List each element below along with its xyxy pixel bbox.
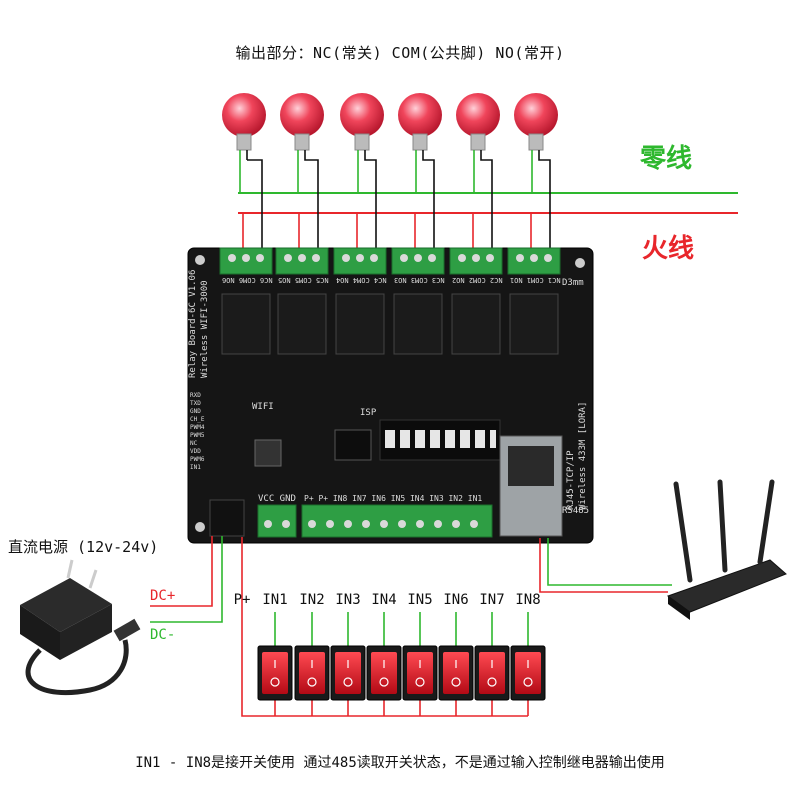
power-supply-label: 直流电源 (12v-24v) [8, 538, 159, 556]
pin-label: TXD [190, 400, 201, 407]
input-label-in5: IN5 [407, 592, 433, 608]
board-rs485-text: RS485 [562, 506, 590, 516]
input-label-in2: IN2 [299, 592, 325, 608]
bulb-6 [514, 93, 558, 255]
dc-minus-label: DC- [150, 627, 176, 643]
input-label-in7: IN7 [479, 592, 505, 608]
input-label-in1: IN1 [262, 592, 288, 608]
pin-label: GND [190, 408, 201, 415]
board-isp-text: ISP [360, 408, 377, 418]
board-hole-text: D3mm [562, 278, 584, 288]
power-adapter-image [20, 559, 141, 696]
input-label-in8: IN8 [515, 592, 541, 608]
output-section-title: 输出部分：NC(常关) COM(公共脚) NO(常开) [235, 44, 565, 62]
board-wireless433-text: Wireless 433M [LORA] [578, 401, 588, 510]
bulb-4 [398, 93, 442, 255]
live-line-label: 火线 [642, 234, 695, 264]
input-label-p-plus: P+ [233, 592, 251, 608]
pin-label: IN1 [190, 464, 201, 471]
board-pin-labels: RXD TXD GND CH_E PWM4 PWM5 NC VDD PWM6 I… [190, 392, 208, 472]
pin-label: PWM6 [190, 456, 205, 463]
board-name-text: Relay Board-6C V1.06 [188, 269, 198, 378]
board-vcc-gnd-text: VCC GND [258, 494, 296, 504]
pin-label: CH_E [190, 416, 205, 423]
pin-label: NC [190, 440, 198, 447]
board-wifi-text: WIFI [252, 402, 274, 412]
relay-board [187, 247, 594, 544]
input-label-in4: IN4 [371, 592, 397, 608]
relay-terminal-label-3: NC3 COM3 NO3 [394, 276, 445, 284]
pin-label: PWM4 [190, 424, 205, 431]
rocker-switches [257, 645, 546, 701]
input-label-in6: IN6 [443, 592, 469, 608]
neutral-line-label: 零线 [640, 144, 693, 174]
relay-terminal-label-5: NC5 COM5 NO5 [278, 276, 329, 284]
router-image [666, 479, 787, 620]
bulb-2 [280, 93, 324, 255]
bulb-5 [456, 93, 500, 255]
pin-label: VDD [190, 448, 201, 455]
bulbs [222, 93, 558, 255]
relay-terminal-label-1: NC1 COM1 NO1 [510, 276, 561, 284]
relay-terminal-label-4: NC4 COM4 NO4 [336, 276, 387, 284]
relay-terminal-label-2: NC2 COM2 NO2 [452, 276, 503, 284]
relay-terminal-label-6: NC6 COM6 NO6 [222, 276, 273, 284]
board-input-terminals-text: P+ P+ IN8 IN7 IN6 IN5 IN4 IN3 IN2 IN1 [304, 494, 483, 503]
input-label-in3: IN3 [335, 592, 361, 608]
dc-plus-label: DC+ [150, 588, 176, 604]
bulb-3 [340, 93, 384, 255]
board-rj45-text: RJ45-TCP/IP [566, 450, 576, 510]
board-wireless-text: Wireless WIFI-3000 [200, 280, 210, 378]
footer-note: IN1 - IN8是接开关使用 通过485读取开关状态，不是通过输入控制继电器输… [135, 755, 665, 771]
pin-label: RXD [190, 392, 201, 399]
pin-label: PWM5 [190, 432, 205, 439]
bulb-1 [222, 93, 266, 255]
